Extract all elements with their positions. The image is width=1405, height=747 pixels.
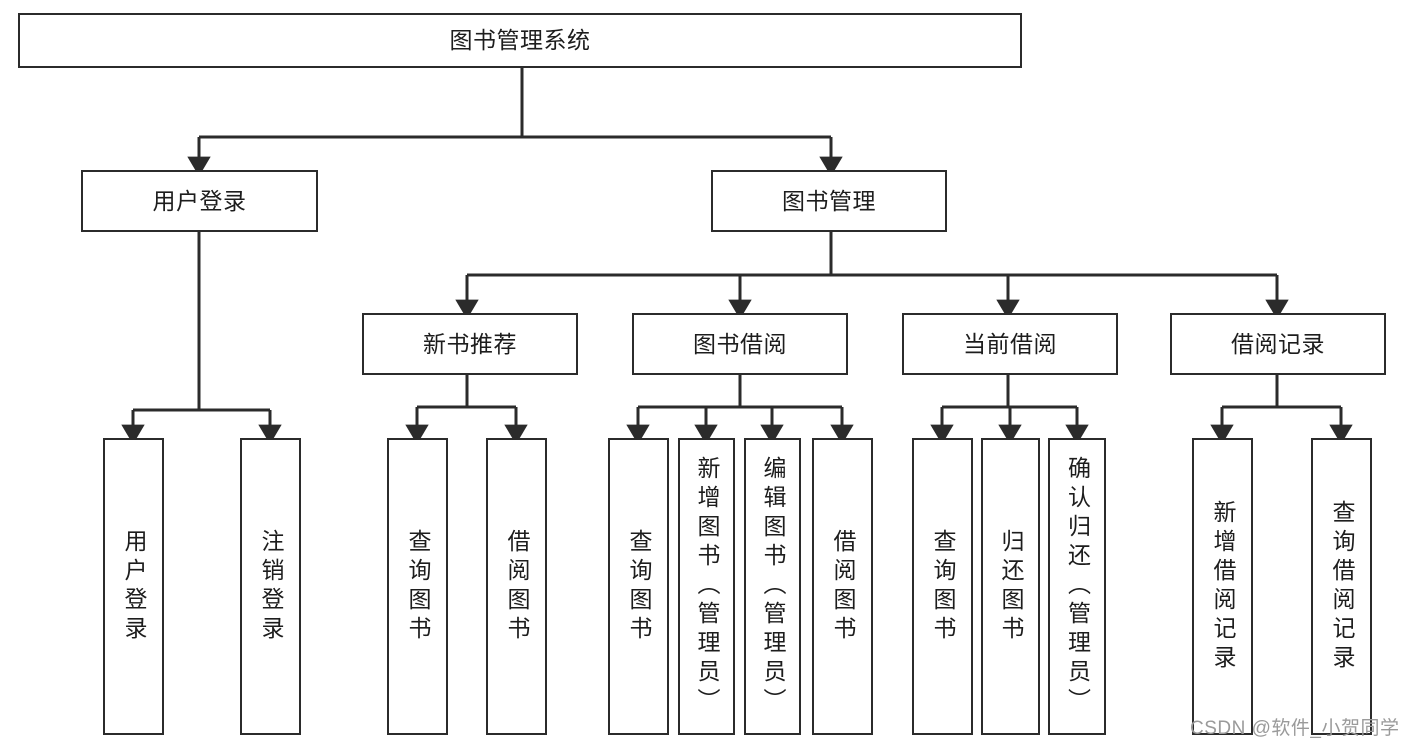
node-root[interactable]: 图书管理系统 [18,13,1022,68]
leaf-recommend-borrow-book[interactable]: 借阅图书 [486,438,547,735]
leaf-recommend-borrow-book-label: 借阅图书 [504,528,530,645]
node-root-label: 图书管理系统 [449,27,591,54]
leaf-recommend-query-book[interactable]: 查询图书 [387,438,448,735]
leaf-current-return-book[interactable]: 归还图书 [981,438,1040,735]
leaf-borrow-borrow-book[interactable]: 借阅图书 [812,438,873,735]
csdn-watermark: CSDN @软件_小贺同学 [1190,718,1400,739]
leaf-user-login-login[interactable]: 用户登录 [103,438,164,735]
leaf-current-query-book[interactable]: 查询图书 [912,438,973,735]
leaf-record-add-record[interactable]: 新增借阅记录 [1192,438,1253,735]
leaf-borrow-edit-book-label: 编辑图书（管理员） [760,456,786,717]
node-current-borrow-label: 当前借阅 [963,330,1057,357]
node-borrow-record-label: 借阅记录 [1231,330,1325,357]
node-book-management[interactable]: 图书管理 [711,170,947,232]
leaf-user-login-logout[interactable]: 注销登录 [240,438,301,735]
node-current-borrow[interactable]: 当前借阅 [902,313,1118,375]
node-new-book-recommend[interactable]: 新书推荐 [362,313,578,375]
leaf-user-login-login-label: 用户登录 [121,528,147,645]
node-new-book-recommend-label: 新书推荐 [423,330,517,357]
node-borrow-record[interactable]: 借阅记录 [1170,313,1386,375]
leaf-current-confirm-return[interactable]: 确认归还（管理员） [1048,438,1106,735]
leaf-user-login-logout-label: 注销登录 [258,528,284,645]
leaf-recommend-query-book-label: 查询图书 [405,528,431,645]
leaf-current-return-book-label: 归还图书 [998,528,1024,645]
leaf-current-confirm-return-label: 确认归还（管理员） [1064,456,1091,717]
leaf-record-query-record-label: 查询借阅记录 [1329,499,1355,674]
leaf-borrow-add-book-label: 新增图书（管理员） [694,456,720,717]
node-user-login[interactable]: 用户登录 [81,170,318,232]
node-book-borrow-label: 图书借阅 [693,330,787,357]
node-book-management-label: 图书管理 [782,187,876,214]
leaf-borrow-query-book[interactable]: 查询图书 [608,438,669,735]
leaf-borrow-edit-book[interactable]: 编辑图书（管理员） [744,438,801,735]
leaf-record-query-record[interactable]: 查询借阅记录 [1311,438,1372,735]
leaf-current-query-book-label: 查询图书 [930,528,956,645]
leaf-borrow-query-book-label: 查询图书 [626,528,652,645]
leaf-record-add-record-label: 新增借阅记录 [1210,499,1236,674]
node-book-borrow[interactable]: 图书借阅 [632,313,848,375]
node-user-login-label: 用户登录 [152,187,247,214]
leaf-borrow-add-book[interactable]: 新增图书（管理员） [678,438,735,735]
leaf-borrow-borrow-book-label: 借阅图书 [830,528,856,645]
